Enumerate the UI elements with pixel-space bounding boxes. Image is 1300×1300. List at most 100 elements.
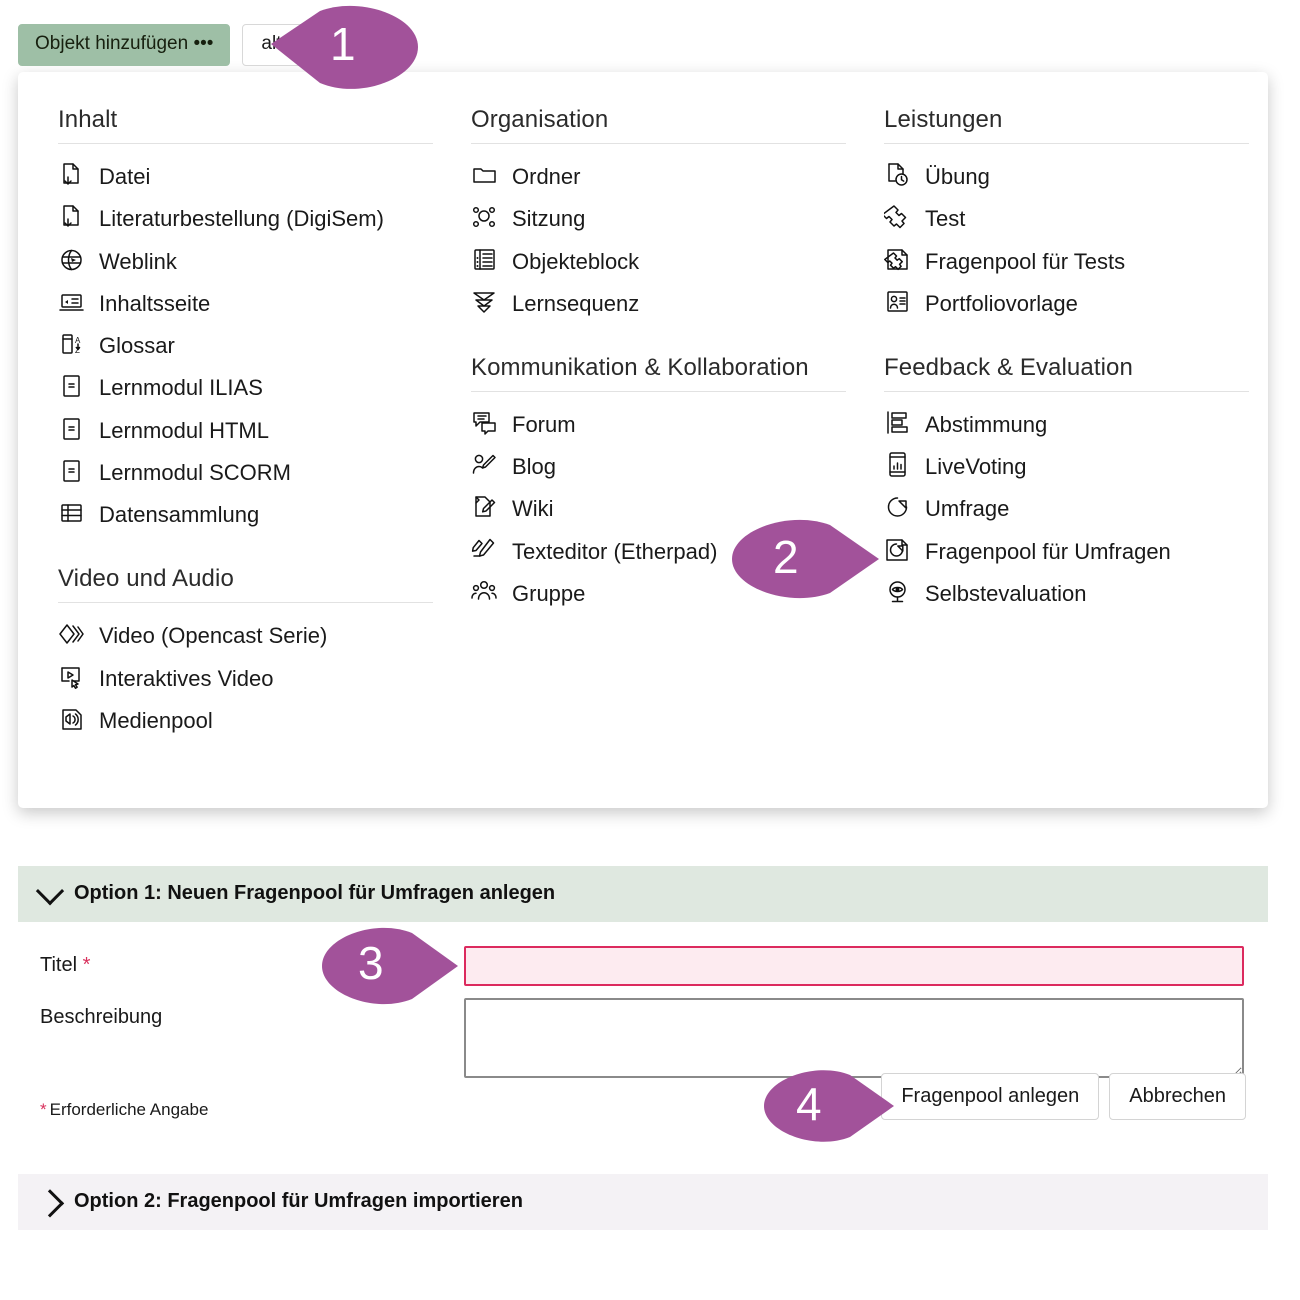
menu-item-ubung[interactable]: Übung [884, 155, 1249, 197]
file-download-icon [58, 161, 85, 190]
menu-item-abstimmung[interactable]: Abstimmung [884, 403, 1249, 445]
callout-3: 3 [320, 925, 460, 1007]
livevoting-phone-icon [884, 451, 911, 480]
menu-item-fragenpool-fur-tests[interactable]: Fragenpool für Tests [884, 240, 1249, 282]
menu-item-video-opencast-serie[interactable]: Video (Opencast Serie) [58, 614, 433, 656]
menu-item-label: Lernsequenz [512, 290, 640, 316]
option1-body: Titel * Beschreibung *Erforderliche Anga… [18, 922, 1268, 1146]
menu-item-interaktives-video[interactable]: Interaktives Video [58, 657, 433, 699]
test-puzzle-icon [884, 203, 911, 232]
data-table-icon [58, 499, 85, 528]
required-hint: *Erforderliche Angabe [40, 1100, 209, 1119]
menu-item-portfoliovorlage[interactable]: Portfoliovorlage [884, 282, 1249, 324]
group-title-kommunikation-kollaboration: Kommunikation & Kollaboration [471, 354, 846, 392]
menu-item-label: Inhaltsseite [99, 290, 211, 316]
option2-accordion-header[interactable]: Option 2: Fragenpool für Umfragen import… [18, 1174, 1268, 1230]
menu-item-label: Datei [99, 164, 151, 189]
menu-item-label: Lernmodul SCORM [99, 459, 291, 485]
group-title-video-und-audio: Video und Audio [58, 565, 433, 604]
add-object-button[interactable]: Objekt hinzufügen ••• [18, 24, 231, 66]
menu-item-label: Blog [512, 454, 557, 480]
chevron-right-icon [35, 1188, 65, 1218]
menu-item-label: Portfoliovorlage [925, 290, 1078, 316]
menu-item-literaturbestellung-digisem[interactable]: Literaturbestellung (DigiSem) [58, 197, 433, 239]
menu-item-datei[interactable]: Datei [58, 155, 433, 197]
menu-item-forum[interactable]: Forum [471, 403, 846, 445]
survey-pie-icon [884, 493, 911, 522]
content-page-icon [58, 288, 85, 317]
description-label: Beschreibung [40, 1006, 163, 1028]
menu-item-lernmodul-scorm[interactable]: Lernmodul SCORM [58, 451, 433, 493]
callout-1-number: 1 [330, 18, 356, 70]
session-nodes-icon [471, 203, 498, 232]
menu-item-fragenpool-fur-umfragen[interactable]: Fragenpool für Umfragen [884, 530, 1249, 572]
menu-item-selbstevaluation[interactable]: Selbstevaluation [884, 572, 1249, 614]
group-title-leistungen: Leistungen [884, 106, 1249, 144]
group-spacer [884, 324, 1249, 354]
video-series-icon [58, 620, 85, 649]
menu-item-umfrage[interactable]: Umfrage [884, 487, 1249, 529]
menu-item-lernsequenz[interactable]: Lernsequenz [471, 282, 846, 324]
menu-item-label: Umfrage [925, 496, 1010, 522]
menu-item-label: Video (Opencast Serie) [99, 623, 328, 649]
menu-item-label: Lernmodul ILIAS [99, 375, 263, 401]
menu-item-label: Fragenpool für Tests [925, 248, 1126, 274]
title-input[interactable] [464, 946, 1244, 986]
menu-item-label: Glossar [99, 333, 175, 358]
callout-3-number: 3 [358, 937, 384, 989]
menu-item-label: Gruppe [512, 580, 586, 606]
learning-sequence-icon [471, 288, 498, 317]
menu-item-medienpool[interactable]: Medienpool [58, 699, 433, 741]
svg-text:Z: Z [75, 346, 80, 355]
group-spacer [58, 535, 433, 565]
portfolio-template-icon [884, 288, 911, 317]
menu-item-objekteblock[interactable]: Objekteblock [471, 240, 846, 282]
menu-item-ordner[interactable]: Ordner [471, 155, 846, 197]
folder-icon [471, 161, 498, 190]
submit-button[interactable]: Fragenpool anlegen [881, 1073, 1100, 1120]
test-question-pool-icon [884, 246, 911, 275]
menu-item-lernmodul-html[interactable]: Lernmodul HTML [58, 409, 433, 451]
forum-icon [471, 409, 498, 438]
menu-item-label: Test [925, 206, 966, 232]
title-row: Titel * [40, 946, 1246, 986]
menu-item-label: LiveVoting [925, 454, 1027, 480]
menu-item-gruppe[interactable]: Gruppe [471, 572, 846, 614]
menu-item-sitzung[interactable]: Sitzung [471, 197, 846, 239]
file-download-icon [58, 203, 85, 232]
menu-item-lernmodul-ilias[interactable]: Lernmodul ILIAS [58, 366, 433, 408]
option1-accordion-header[interactable]: Option 1: Neuen Fragenpool für Umfragen … [18, 866, 1268, 922]
cancel-button[interactable]: Abbrechen [1109, 1073, 1246, 1120]
menu-item-texteditor-etherpad[interactable]: Texteditor (Etherpad) [471, 530, 846, 572]
interactive-video-icon [58, 663, 85, 692]
menu-item-weblink[interactable]: Weblink [58, 240, 433, 282]
survey-question-pool-icon [884, 536, 911, 565]
menu-item-blog[interactable]: Blog [471, 445, 846, 487]
option2-title: Option 2: Fragenpool für Umfragen import… [74, 1190, 523, 1212]
menu-item-label: Ordner [512, 164, 581, 189]
exercise-clock-icon [884, 161, 911, 190]
callout-2: 2 [730, 518, 882, 600]
menu-item-inhaltsseite[interactable]: Inhaltsseite [58, 282, 433, 324]
svg-text:A: A [75, 336, 81, 345]
menu-item-datensammlung[interactable]: Datensammlung [58, 493, 433, 535]
etherpad-icon [471, 536, 498, 565]
learning-module-icon [58, 457, 85, 486]
menu-item-wiki[interactable]: Wiki [471, 487, 846, 529]
learning-module-icon [58, 415, 85, 444]
menu-item-label: Fragenpool für Umfragen [925, 538, 1171, 564]
menu-item-test[interactable]: Test [884, 197, 1249, 239]
description-textarea[interactable] [464, 998, 1244, 1078]
menu-item-livevoting[interactable]: LiveVoting [884, 445, 1249, 487]
menu-item-label: Wiki [512, 496, 554, 522]
callout-4-number: 4 [796, 1078, 822, 1130]
menu-item-label: Datensammlung [99, 502, 260, 527]
group-spacer [471, 324, 846, 354]
group-items: Video (Opencast Serie) Interaktives Video… [58, 603, 433, 741]
